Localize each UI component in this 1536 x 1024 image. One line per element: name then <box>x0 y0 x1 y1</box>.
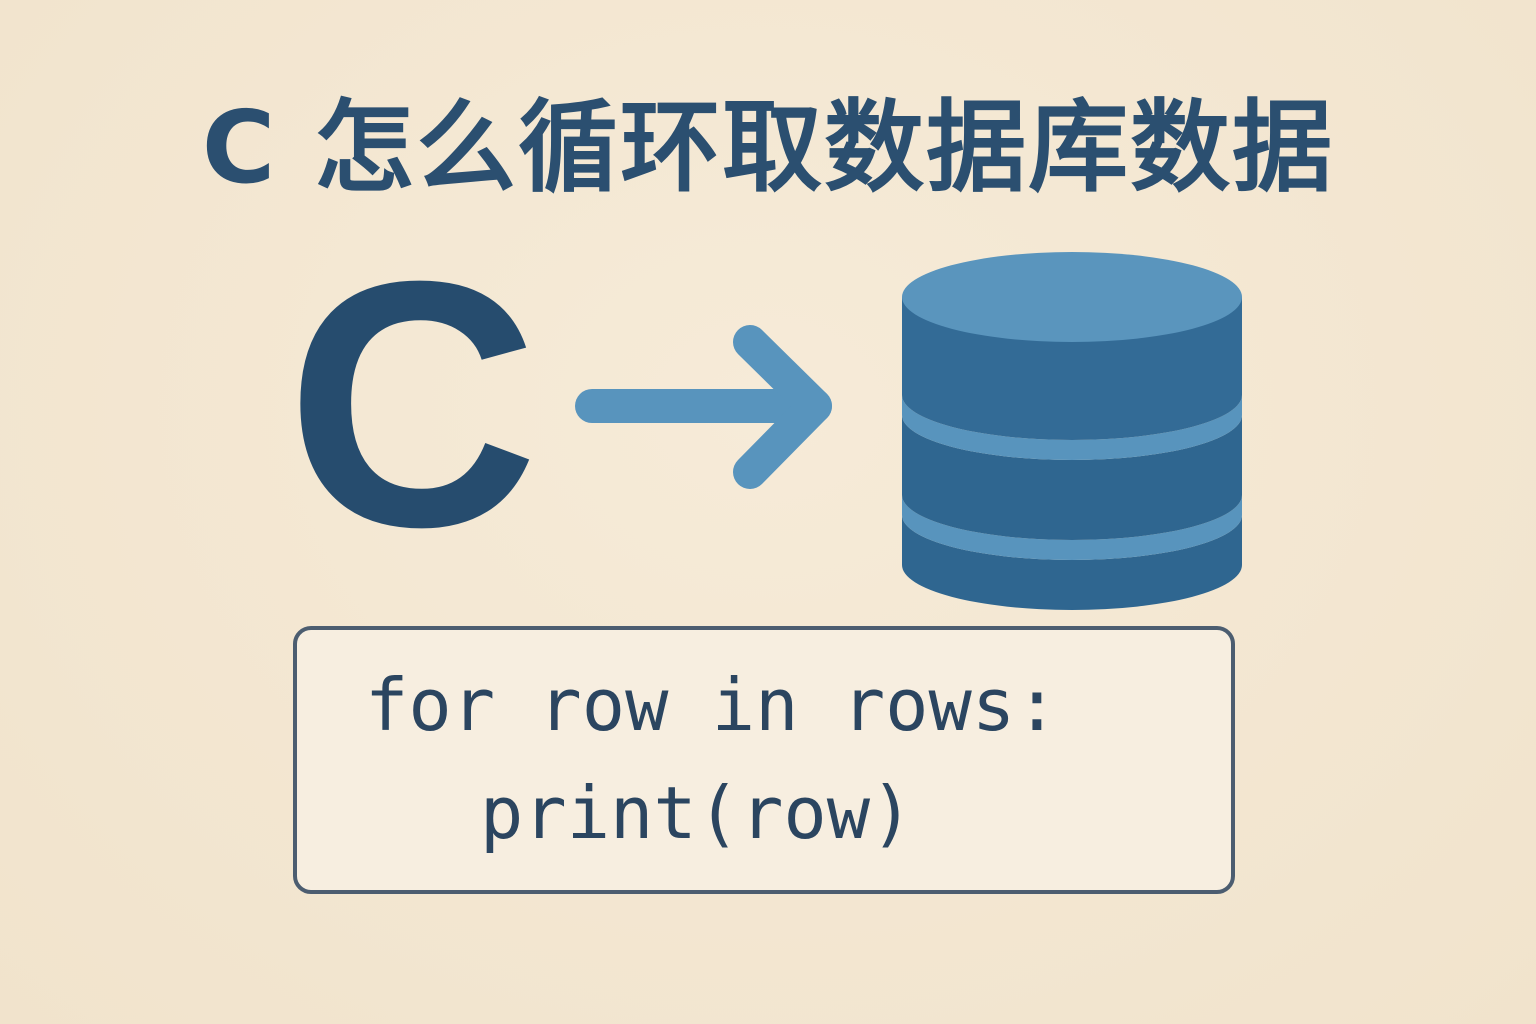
code-line-1: for row in rows: <box>365 663 1059 747</box>
c-language-logo: C <box>286 209 539 600</box>
code-snippet: for row in rows: print(row) <box>293 626 1235 894</box>
page-title: C 怎么循环取数据库数据 <box>201 89 1335 206</box>
database-icon <box>902 252 1242 610</box>
arrow-right-icon <box>575 325 832 489</box>
code-line-2: print(row) <box>480 771 914 855</box>
